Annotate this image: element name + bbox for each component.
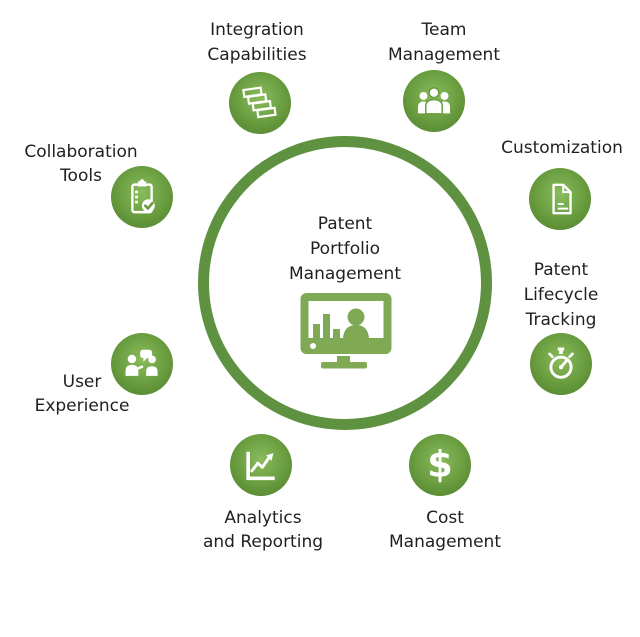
hub-circle (198, 136, 492, 430)
node-integration-capabilities (229, 72, 291, 134)
node-customization (529, 168, 591, 230)
conversation-icon (125, 349, 158, 376)
document-icon (552, 183, 572, 215)
team-icon (417, 87, 451, 115)
node-patent-lifecycle-tracking (530, 333, 592, 395)
clipboard-check-icon (131, 179, 155, 214)
gantt-chart-icon (242, 86, 277, 119)
node-team-management (403, 70, 465, 132)
dollar-symbol: $ (427, 443, 453, 486)
node-cost-management: $ (409, 434, 471, 496)
node-analytics-and-reporting (230, 434, 292, 496)
node-collaboration-tools (111, 166, 173, 228)
node-label-customization: Customization (501, 138, 623, 158)
dollar-icon: $ (427, 443, 453, 486)
node-user-experience (111, 333, 173, 395)
monitor-analytics-icon (300, 293, 392, 369)
stopwatch-icon (548, 347, 574, 379)
line-chart-icon (246, 451, 275, 481)
